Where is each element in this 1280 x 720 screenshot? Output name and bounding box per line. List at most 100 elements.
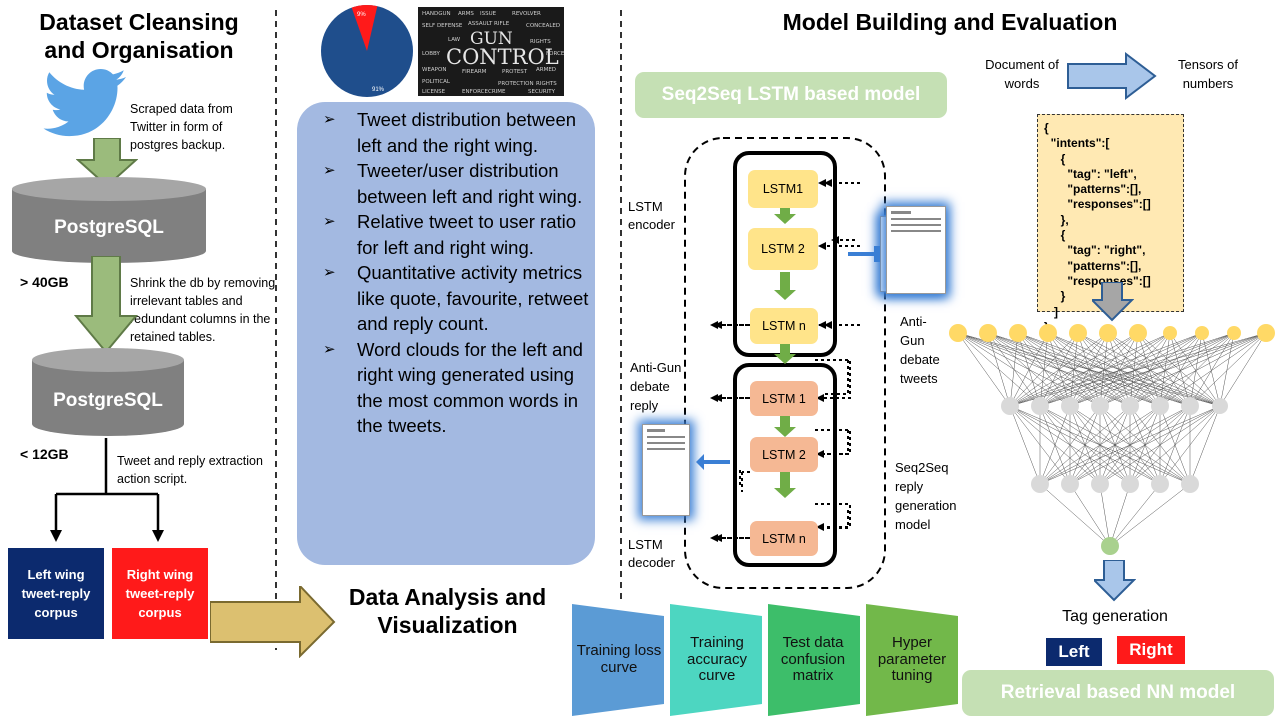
analysis-bullet-box: ➢ Tweet distribution between left and the… <box>297 102 595 565</box>
intents-json-box: { "intents":[ { "tag": "left", "patterns… <box>1037 114 1184 334</box>
json-line: { <box>1044 121 1049 135</box>
nn-neuron <box>1091 397 1109 415</box>
nn-neuron <box>1163 326 1177 340</box>
nn-connection <box>1219 332 1267 407</box>
nn-connection <box>1129 332 1267 407</box>
nn-connection <box>1039 483 1111 547</box>
bullet-text: Tweeter/user distribution between left a… <box>357 160 583 207</box>
bullet-text: Tweet distribution between left and the … <box>357 109 577 156</box>
left-corpus-label: Left wing tweet-reply corpus <box>21 567 91 620</box>
nn-neuron <box>1181 475 1199 493</box>
left-corpus: Left wing tweet-reply corpus <box>8 548 104 639</box>
evaluation-steps <box>572 604 958 716</box>
eval-step-loss: Training loss curve <box>576 642 662 676</box>
nn-connection <box>1069 483 1111 547</box>
analysis-title-line-1: Data Analysis and <box>348 584 547 610</box>
nn-connection <box>1169 332 1221 407</box>
nn-neuron <box>979 324 997 342</box>
wordcloud-word: ARMED <box>536 67 557 73</box>
json-line: "patterns":[], <box>1044 258 1142 273</box>
nn-connection <box>1129 332 1139 407</box>
nn-connection <box>1219 332 1235 407</box>
right-corpus-label: Right wing tweet-reply corpus <box>125 567 195 620</box>
lstm-dotted-connectors <box>710 179 860 542</box>
nn-connection <box>1009 332 1079 407</box>
nn-connection <box>1039 405 1071 485</box>
bullet-arrow-icon: ➢ <box>323 213 336 230</box>
json-line: "responses":[] <box>1044 273 1151 288</box>
nn-connection <box>1099 483 1111 547</box>
wordcloud-word: SECURITY <box>528 89 555 95</box>
json-line: "tag": "left", <box>1044 166 1137 181</box>
db2-label: PostgreSQL <box>53 390 163 411</box>
wordcloud-word: LICENSE <box>422 89 446 95</box>
nn-connection <box>1069 332 1235 407</box>
nn-connection <box>1039 332 1171 407</box>
nn-connection <box>1099 332 1139 407</box>
json-line: { <box>1044 228 1066 243</box>
nn-connection <box>1129 332 1171 407</box>
wordcloud-word: CRIME <box>488 89 506 95</box>
nn-connection <box>1159 332 1235 407</box>
down-arrow-2 <box>74 256 138 354</box>
nn-connection <box>1189 405 1221 485</box>
nn-connection <box>1009 332 1139 407</box>
nn-connection <box>1009 332 1019 407</box>
wordcloud-word: HANDGUN <box>422 11 451 17</box>
tensors-of-numbers: Tensors of numbers <box>1178 57 1238 91</box>
postgres-db-2 <box>32 348 184 436</box>
nn-neuron <box>1129 324 1147 342</box>
db1-size: > 40GB <box>20 274 69 290</box>
nn-connection <box>1099 332 1171 407</box>
nn-connection <box>1039 405 1131 485</box>
seq2seq-model-label: Seq2Seq LSTM based model <box>635 72 947 118</box>
wordcloud-word: ASSAULT RIFLE <box>468 21 510 27</box>
nn-neuron <box>1121 475 1139 493</box>
wordcloud-word: CONCEALED <box>526 23 561 29</box>
nn-connection <box>1039 405 1161 485</box>
tweet-card-reply <box>642 424 690 516</box>
bullet-arrow-icon: ➢ <box>323 162 336 179</box>
nn-neuron <box>1151 397 1169 415</box>
nn-connection <box>1099 332 1235 407</box>
json-line: } <box>1044 289 1066 304</box>
nn-neuron <box>1009 324 1027 342</box>
twitter-bird-icon <box>43 69 126 137</box>
bullet-arrow-icon: ➢ <box>323 340 336 358</box>
neural-network <box>949 324 1275 555</box>
nn-neuron <box>949 324 967 342</box>
nn-connection <box>1109 483 1131 547</box>
bullet-text: Quantitative activity metrics like quote… <box>357 262 589 334</box>
nn-neuron <box>1257 324 1275 342</box>
anti-gun-tweets-label: Anti-Gun debate tweets <box>900 314 940 386</box>
nn-connection <box>1189 332 1267 407</box>
nn-connection <box>1201 332 1221 407</box>
eval-step-confusion: Test data confusion matrix <box>780 634 846 684</box>
json-line: }, <box>1044 212 1069 227</box>
json-line: "tag": "right", <box>1044 243 1146 258</box>
right-tag: Right <box>1117 636 1185 664</box>
nn-connection <box>1109 483 1191 547</box>
nn-connection <box>1039 332 1235 407</box>
down-arrow-1 <box>76 138 138 188</box>
json-line: "responses":[] <box>1044 197 1151 212</box>
nn-connection <box>1137 332 1191 407</box>
pie-label-large: 91% <box>372 87 385 93</box>
wordcloud-main-word2: CONTROL <box>446 45 559 69</box>
analysis-bullet-item: ➢Word clouds for the left and right wing… <box>297 337 595 439</box>
nn-neuron <box>1091 475 1109 493</box>
nn-neuron <box>1227 326 1241 340</box>
bullet-arrow-icon: ➢ <box>323 111 336 128</box>
encoder-cell-2: LSTM 2 <box>748 228 818 270</box>
db2-size: < 12GB <box>20 446 69 462</box>
nn-connection <box>1159 332 1171 407</box>
nn-connection <box>1039 405 1101 485</box>
nn-neuron <box>1061 397 1079 415</box>
nn-to-tag-arrow <box>1094 560 1136 602</box>
json-line: "patterns":[], <box>1044 182 1142 197</box>
analysis-bullet-item: ➢ Tweet distribution between left and the… <box>297 107 595 158</box>
nn-connection <box>1069 405 1221 485</box>
nn-connection <box>1009 405 1041 485</box>
analysis-title-line-2: Visualization <box>377 612 518 638</box>
nn-connection <box>1039 332 1267 407</box>
